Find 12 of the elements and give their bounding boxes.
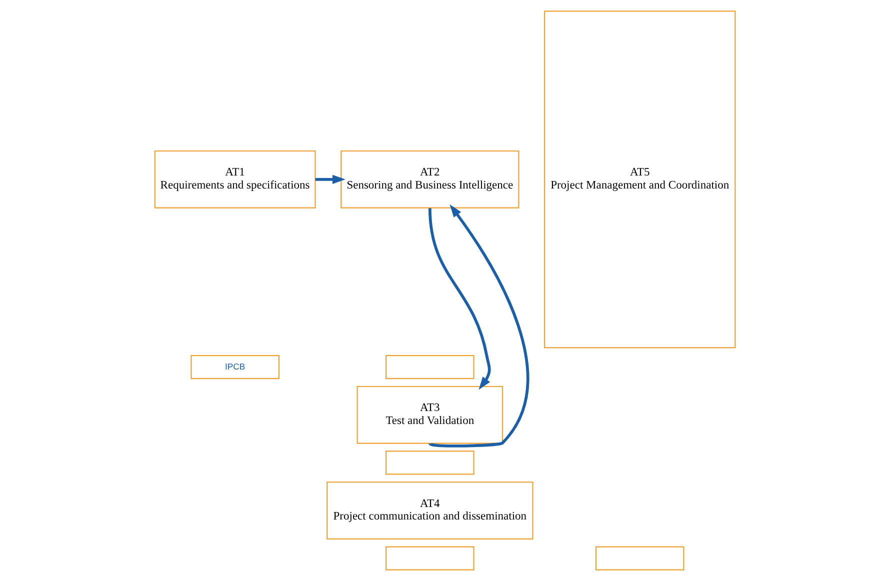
node-box: AT4 Project communication and dissemination — [326, 482, 533, 540]
node-box — [385, 355, 474, 380]
node-box: AT2 Sensoring and Business Intelligence — [340, 150, 519, 208]
node-box: IPCB — [190, 355, 279, 380]
node-box: AT3 Test and Validation — [356, 386, 503, 444]
node-box — [385, 450, 474, 475]
arrow — [428, 208, 490, 390]
node-box: AT1 Requirements and specifications — [154, 150, 316, 208]
node-box: AT5 Project Management and Coordination — [544, 10, 736, 348]
node-box — [385, 546, 474, 570]
arrow — [314, 174, 345, 184]
node-box — [594, 546, 684, 570]
